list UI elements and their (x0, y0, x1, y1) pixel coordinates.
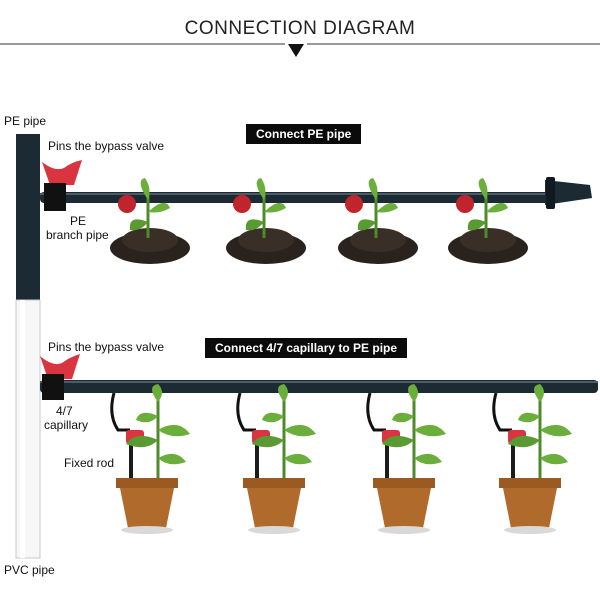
soil-plant-1 (110, 178, 190, 264)
pe-pipe-bottom-shine (40, 381, 598, 383)
pvc-highlight (20, 300, 25, 558)
pe-branch-pipe-label-line2: branch pipe (46, 228, 109, 242)
bypass-valve-bottom (40, 354, 80, 400)
pvc-pipe-vertical (15, 299, 41, 559)
capillary-label-line1: 4/7 (56, 404, 73, 418)
fixed-rod-label: Fixed rod (64, 456, 115, 470)
soil-plant-3 (338, 178, 418, 264)
connect-pe-pipe-label: Connect PE pipe (246, 124, 362, 144)
bypass-valve-bottom-label: Pins the bypass valve (48, 340, 165, 354)
pe-branch-pipe-label-line1: PE (70, 214, 87, 228)
pe-pipe-bottom (40, 380, 598, 393)
potted-plant-1 (110, 384, 190, 534)
end-plug (545, 180, 592, 205)
bypass-valve-top-label: Pins the bypass valve (48, 139, 165, 153)
divider-arrow-icon (288, 44, 304, 57)
potted-plant-3 (366, 384, 446, 534)
diagram-title: CONNECTION DIAGRAM (184, 18, 416, 39)
pe-pipe-top-shine (40, 193, 560, 195)
potted-plant-2 (236, 384, 316, 534)
pe-pipe-vertical (16, 134, 40, 300)
soil-plant-2 (226, 178, 306, 264)
pvc-pipe-label: PVC pipe (4, 563, 55, 577)
bypass-valve-top (42, 160, 82, 211)
potted-plant-4 (492, 384, 572, 534)
connect-capillary-label: Connect 4/7 capillary to PE pipe (205, 338, 408, 358)
capillary-label-line2: capillary (44, 418, 89, 432)
soil-plant-4 (448, 178, 528, 264)
end-plug-collar (546, 177, 555, 209)
pe-pipe-label: PE pipe (4, 114, 47, 128)
